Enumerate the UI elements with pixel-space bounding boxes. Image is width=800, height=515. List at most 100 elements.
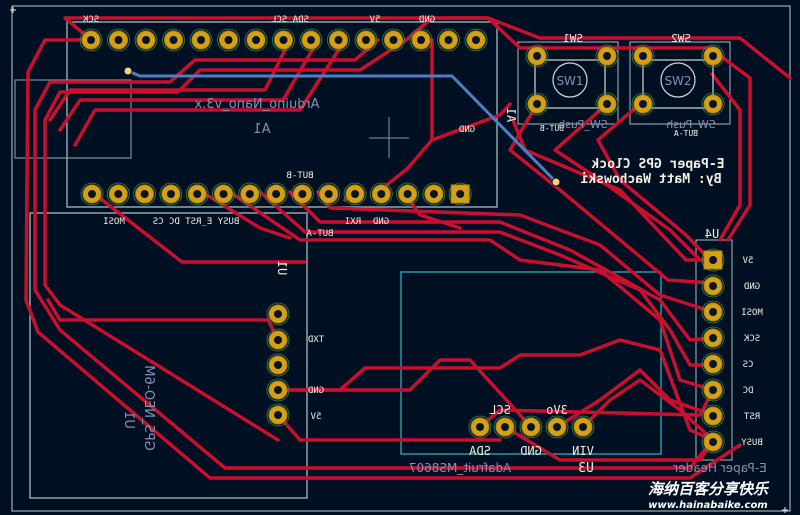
u4-pin-label: 5V <box>742 256 753 266</box>
switch-pad <box>701 44 725 68</box>
usb-outline <box>14 79 132 159</box>
sw2-ref: SW2 <box>671 32 691 45</box>
origin-marker <box>10 7 16 13</box>
u3-pad <box>468 415 492 439</box>
a1-label-gnd: GND <box>419 15 435 25</box>
u4-value: E-Paper Header <box>673 461 766 475</box>
a1-bottom-pad <box>238 182 262 206</box>
u3-pin-gnd: GND <box>520 444 542 458</box>
u3-courtyard <box>400 271 662 455</box>
u4-courtyard <box>695 239 733 461</box>
u1-ref-fab: U1 <box>121 411 136 429</box>
u4-pad <box>701 300 725 324</box>
switch-pad <box>631 92 655 116</box>
u1-courtyard <box>29 212 308 499</box>
corner-marker <box>782 507 788 513</box>
a1-top-pad <box>354 28 378 52</box>
sw1-courtyard <box>517 41 619 125</box>
a1-top-pad <box>437 28 460 52</box>
u3-pin-vin: VIN <box>572 444 594 458</box>
u4-pin-label: RST <box>743 412 760 422</box>
a1-top-pad <box>244 28 268 52</box>
a1-top-pad <box>134 28 158 52</box>
a1-bottom-pad <box>133 182 157 206</box>
a1-gnd-side-label: GND <box>459 125 475 135</box>
a1-side-ref: A1 <box>504 108 518 122</box>
u1-pin-gnd: GND <box>308 386 324 396</box>
a1-bottom-pad <box>422 182 446 206</box>
u4-pin-label: DC <box>743 386 754 396</box>
u4-pad <box>701 274 725 298</box>
a1-top-pad <box>107 28 130 52</box>
u4-pin-label: MOSI <box>741 308 763 318</box>
board-title-line2: By: Matt Wachowski <box>580 172 721 187</box>
u4-pad <box>701 326 725 350</box>
a1-label-5v: 5V <box>369 15 380 25</box>
a1-value: Arduino_Nano_v3.x <box>194 97 319 112</box>
u4-pad <box>701 430 725 454</box>
u3-value: Adafruit_MS8607 <box>409 461 511 475</box>
u4-pad <box>701 378 725 402</box>
a1-top-pad <box>299 28 323 52</box>
u1-pad <box>266 302 290 326</box>
a1-label-mosi: MOSI <box>103 217 125 227</box>
switch-pad <box>631 44 655 68</box>
a1-label-rxi: RXI <box>345 217 361 227</box>
u1-pin-txd: TXD <box>308 335 324 345</box>
sw2-footprint: SW2 <box>642 59 714 109</box>
a1-top-pad <box>382 28 405 52</box>
u4-pin-label: SCK <box>743 334 760 344</box>
u1-pad <box>266 353 290 377</box>
u4-pin-label: GND <box>744 282 760 292</box>
sw1-value: SW_Push <box>558 118 608 131</box>
sw1-footprint: SW1 <box>534 59 606 109</box>
u3-pin-scl: SCL <box>489 403 511 417</box>
sw2-courtyard <box>629 41 731 125</box>
u4-pin-label: CS <box>743 360 754 370</box>
u1-pad <box>266 403 290 427</box>
u4-pad <box>701 352 725 376</box>
u3-pad <box>493 415 517 439</box>
blue-wire <box>127 69 558 184</box>
u4-pad <box>701 248 725 272</box>
u4-pad <box>701 404 725 428</box>
a1-bottom-pad <box>159 182 183 206</box>
a1-bottom-pad <box>343 182 367 206</box>
net-label-but-a: BUT-A <box>306 229 334 239</box>
a1-bottom-pad <box>448 182 472 206</box>
a1-bottom-pad <box>396 182 420 206</box>
a1-label-gnd-bottom: GND <box>373 217 389 227</box>
u3-pad-row <box>468 415 595 439</box>
a1-top-pad <box>162 28 185 52</box>
u3-pin-sda: SDA <box>468 444 490 458</box>
a1-bottom-pad <box>369 182 393 206</box>
u3-pad <box>519 415 543 439</box>
switch-pad <box>525 92 549 116</box>
a1-top-pad-row <box>79 28 488 52</box>
a1-bottom-pad <box>290 182 314 206</box>
sw1-body-label: SW1 <box>556 74 583 88</box>
net-label-but-a-sw2: BUT-A <box>674 129 698 138</box>
via <box>123 66 133 76</box>
u3-pin-3vo: 3Vo <box>546 403 568 417</box>
a1-bottom-pad <box>317 182 341 206</box>
board-outline <box>11 5 791 512</box>
a1-label-busy-erst-dc-cs: BUSY E_RST DC CS <box>153 217 240 227</box>
u3-ref: U3 <box>578 461 594 476</box>
board-title-line1: E-Paper GPS Clock <box>591 157 724 172</box>
sw2-body-label: SW2 <box>664 74 691 88</box>
via <box>551 177 561 187</box>
switch-pads <box>525 44 725 116</box>
u1-pad <box>266 328 290 352</box>
u1-pad <box>266 378 290 402</box>
a1-bottom-pad <box>212 182 235 206</box>
a1-bottom-pad <box>185 182 209 206</box>
watermark-chinese: 海纳百客分享快乐 <box>648 480 770 498</box>
a1-bottom-pad-row <box>80 182 472 206</box>
a1-bottom-pad <box>264 182 288 206</box>
switch-pad <box>595 44 619 68</box>
a1-top-pad <box>189 28 213 52</box>
u3-pad <box>571 415 595 439</box>
u4-pin-label: BUSY <box>741 438 763 448</box>
